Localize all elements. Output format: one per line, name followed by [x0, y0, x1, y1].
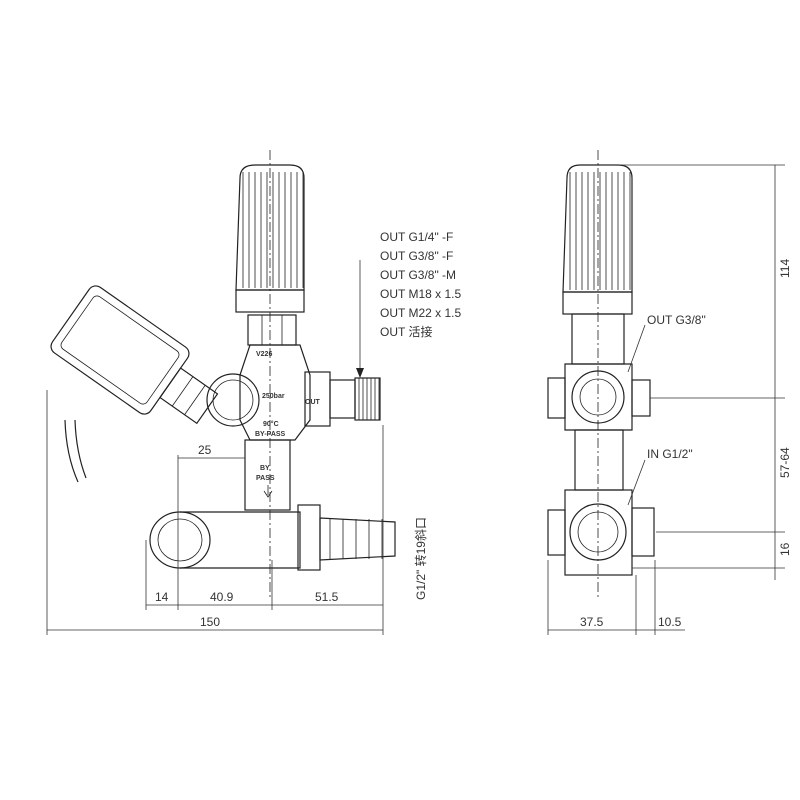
barb-nut [297, 504, 321, 571]
knob [235, 164, 305, 291]
dim-25: 25 [198, 443, 212, 457]
dim-14: 14 [155, 590, 169, 604]
right-view: OUT G3/8" IN G1/2" 114 57-64 16 37.5 10.… [547, 150, 792, 635]
out-option: OUT G3/8" -M [380, 268, 456, 282]
in-label: IN G1/2" [647, 447, 693, 461]
dim-114: 114 [778, 259, 792, 278]
out-option: OUT 活接 [380, 324, 432, 339]
out-mark: OUT [305, 399, 321, 406]
dim-150: 150 [200, 615, 220, 629]
outlet-thread [631, 379, 651, 417]
out-option: OUT G1/4" -F [380, 230, 453, 244]
dim-16: 16 [778, 542, 792, 556]
pressure-mark: 250bar [262, 393, 285, 400]
dim-51-5: 51.5 [315, 590, 339, 604]
knob-collar [562, 291, 633, 315]
out-option: OUT M22 x 1.5 [380, 306, 461, 320]
inlet-elbow [180, 511, 301, 569]
out-option: OUT G3/8" -F [380, 249, 453, 263]
inlet-port [149, 511, 211, 569]
valve-body [564, 363, 633, 431]
temp-mark: 90°C [263, 420, 279, 428]
inlet-thread [631, 507, 655, 557]
out-options-list: OUT G1/4" -F OUT G3/8" -F OUT G3/8" -M O… [380, 230, 461, 339]
dim-37-5: 37.5 [580, 615, 604, 629]
pass-mark: PASS [256, 475, 275, 482]
knob [562, 164, 633, 293]
dim-40-9: 40.9 [210, 590, 234, 604]
left-view: V226 250bar OUT 90°C BY-PASS BY PASS 25 … [46, 150, 461, 635]
model-mark: V226 [256, 351, 272, 358]
pressure-switch [50, 285, 219, 425]
out-option: OUT M18 x 1.5 [380, 287, 461, 301]
cable [64, 419, 79, 483]
valve-body [239, 344, 311, 441]
outlet-thread [354, 377, 381, 421]
out-label: OUT G3/8" [647, 313, 706, 327]
inlet-body [564, 489, 633, 576]
dim-57-64: 57-64 [778, 447, 792, 478]
hose-barb [319, 517, 396, 561]
inlet-note: G1/2" 转19斜口 [413, 517, 428, 600]
nut [247, 314, 297, 346]
by-mark: BY [260, 465, 270, 472]
dim-10-5: 10.5 [658, 615, 682, 629]
side-port [206, 373, 260, 427]
bypass-pipe [574, 429, 624, 491]
left-dimensions [46, 390, 384, 635]
right-dimensions [547, 164, 785, 635]
bypass-pipe [244, 439, 291, 511]
